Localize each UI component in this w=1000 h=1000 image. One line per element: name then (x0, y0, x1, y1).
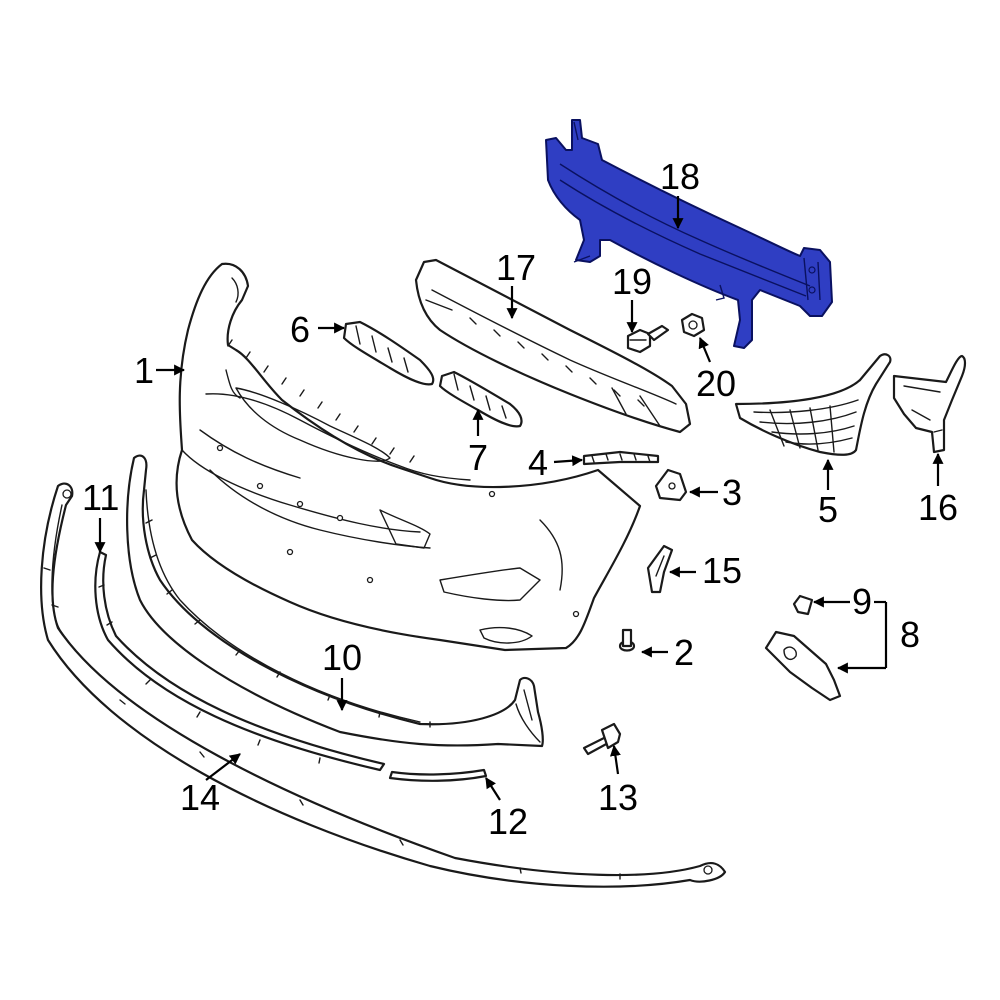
part-12-strip[interactable] (388, 768, 488, 782)
part-8-bracket[interactable] (764, 630, 842, 702)
part-15-bracket[interactable] (646, 544, 674, 594)
callout-7: 7 (468, 437, 488, 478)
part-5-grille-insert[interactable] (734, 353, 892, 456)
part-17-absorber[interactable] (414, 258, 692, 434)
callout-17: 17 (496, 247, 536, 288)
callout-14: 14 (180, 777, 220, 818)
part-14-lower-lip[interactable] (40, 482, 727, 888)
callout-19: 19 (612, 261, 652, 302)
callout-3: 3 (722, 472, 742, 513)
callout-labels: 1 2 3 4 5 6 7 8 9 10 11 12 13 14 15 16 1… (82, 156, 958, 842)
callout-15: 15 (702, 550, 742, 591)
part-16-side-bracket[interactable] (892, 354, 967, 454)
part-9-clip[interactable] (792, 594, 814, 616)
callout-18: 18 (660, 156, 700, 197)
part-11-strip[interactable] (94, 550, 386, 772)
callout-20: 20 (696, 363, 736, 404)
callout-1: 1 (134, 350, 154, 391)
part-18-reinforcement[interactable] (545, 119, 833, 349)
callout-4: 4 (528, 442, 548, 483)
callout-2: 2 (674, 632, 694, 673)
callout-13: 13 (598, 777, 638, 818)
part-20-nut[interactable] (680, 312, 706, 338)
part-13-bolt[interactable] (582, 722, 622, 756)
part-2-push-pin[interactable] (618, 628, 636, 652)
callout-6: 6 (290, 309, 310, 350)
part-19-bolt[interactable] (626, 324, 670, 354)
callout-16: 16 (918, 487, 958, 528)
part-4-strip[interactable] (582, 450, 660, 466)
callout-10: 10 (322, 637, 362, 678)
callout-9: 9 (852, 581, 872, 622)
part-7-bracket[interactable] (438, 370, 523, 428)
leader-lines (94, 196, 944, 801)
part-6-bracket[interactable] (342, 320, 435, 386)
callout-12: 12 (488, 801, 528, 842)
part-3-clip[interactable] (654, 468, 688, 502)
callout-8: 8 (900, 614, 920, 655)
callout-5: 5 (818, 489, 838, 530)
part-1-bumper-cover[interactable] (175, 262, 642, 652)
callout-11: 11 (82, 477, 119, 518)
